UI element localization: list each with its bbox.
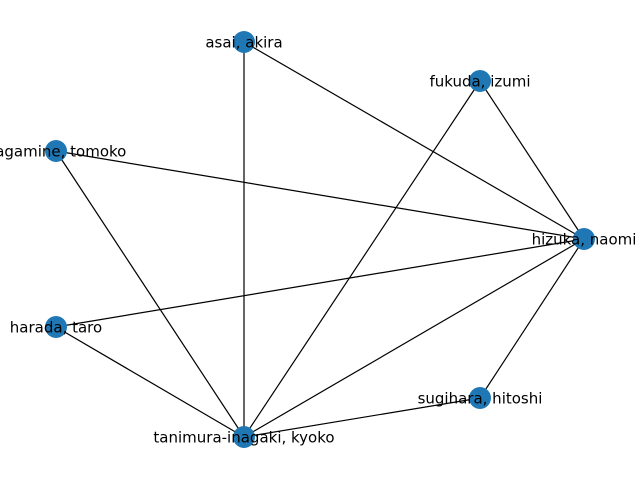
node-fukuda <box>469 70 491 92</box>
nodes-layer <box>45 31 595 448</box>
edges-layer <box>55 41 585 438</box>
edge-harada-tanimura <box>55 326 245 438</box>
node-harada <box>45 316 67 338</box>
edge-fukuda-tanimura <box>243 80 481 438</box>
node-label-asai: asai, akira <box>205 34 282 52</box>
edge-nagamine-tanimura <box>55 150 245 438</box>
edge-sugihara-tanimura <box>243 397 481 438</box>
edge-nagamine-hizuka <box>55 150 585 240</box>
node-label-sugihara: sugihara, hitoshi <box>418 390 543 408</box>
edge-hizuka-tanimura <box>243 238 585 438</box>
node-sugihara <box>469 387 491 409</box>
edge-hizuka-sugihara <box>479 238 585 399</box>
node-asai <box>233 31 255 53</box>
node-nagamine <box>45 140 67 162</box>
node-label-tanimura: tanimura-inagaki, kyoko <box>153 429 334 447</box>
node-label-fukuda: fukuda, izumi <box>429 73 530 91</box>
labels-layer: asai, akira fukuda, izumi nagamine, tomoko… <box>0 34 636 447</box>
node-tanimura <box>233 426 255 448</box>
edge-fukuda-hizuka <box>479 80 585 240</box>
edge-asai-hizuka <box>243 41 585 240</box>
node-label-hizuka: hizuka, naomi <box>532 231 637 249</box>
node-label-harada: harada, taro <box>10 319 102 337</box>
edge-harada-hizuka <box>55 238 585 328</box>
node-hizuka <box>573 228 595 250</box>
node-label-nagamine: nagamine, tomoko <box>0 143 126 161</box>
